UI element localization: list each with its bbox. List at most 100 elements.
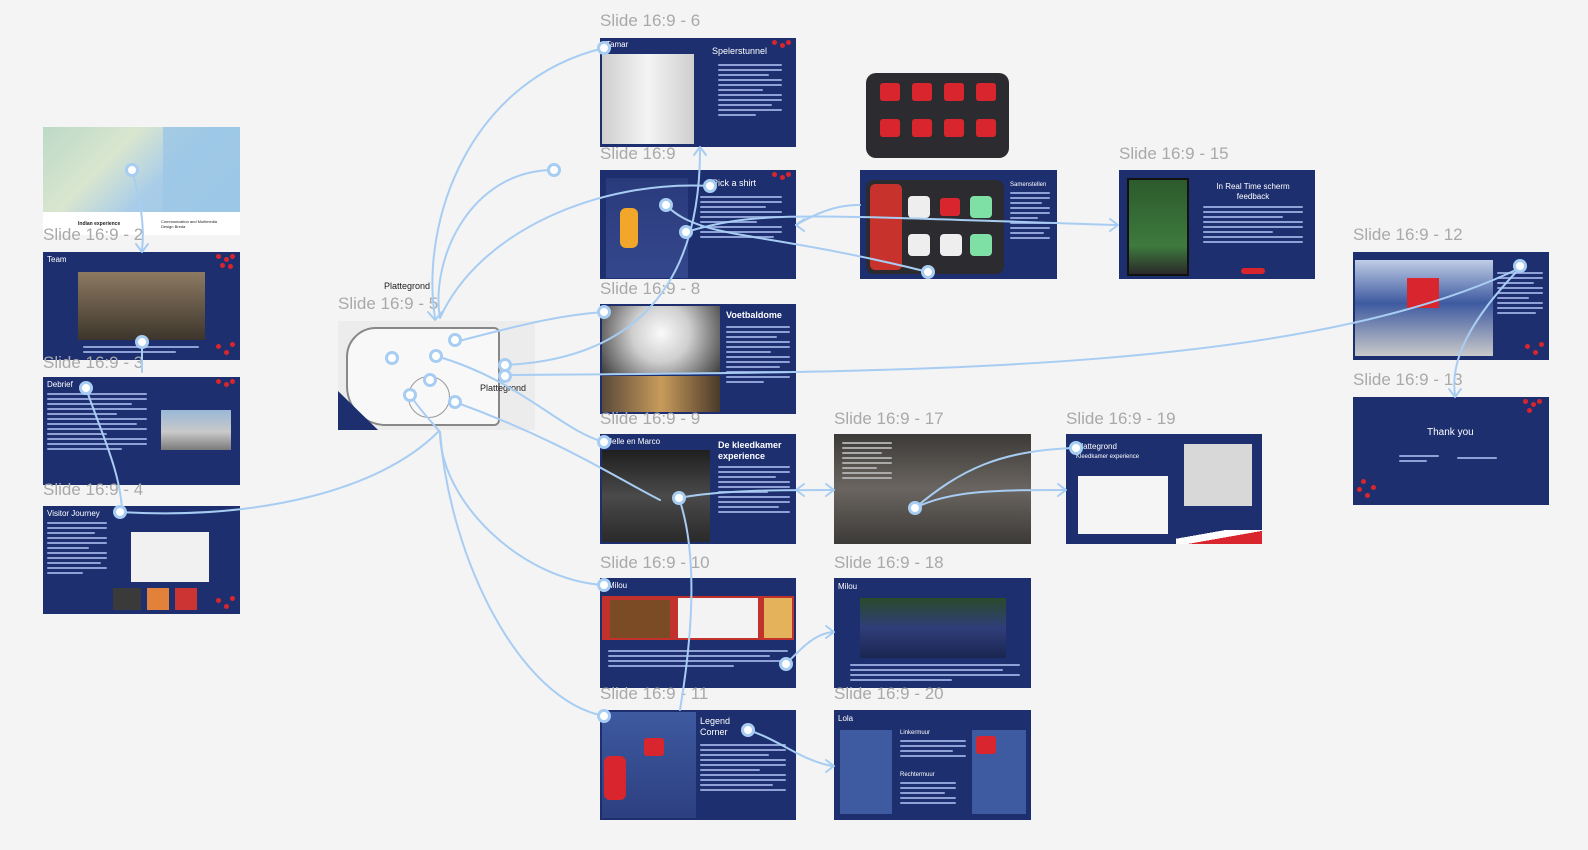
frame-label-4: Slide 16:9 - 4 — [43, 480, 144, 499]
s13-footer-lines — [1399, 455, 1439, 465]
circle-handle-icon[interactable] — [597, 435, 611, 449]
kiosk-text-lines — [1010, 192, 1050, 242]
frame-label-10: Slide 16:9 - 10 — [600, 553, 710, 572]
red-dots-decoration-icon — [1523, 399, 1545, 421]
slide-milou-shop[interactable]: Milou — [600, 578, 796, 688]
red-dots-decoration-icon — [216, 379, 238, 401]
frame-label-6: Slide 16:9 - 6 — [600, 11, 701, 30]
circle-handle-icon[interactable] — [672, 491, 686, 505]
s13-title: Thank you — [1427, 427, 1474, 438]
debrief-title: Debrief — [47, 380, 73, 389]
frame-label-11: Slide 16:9 - 11 — [600, 684, 709, 703]
circle-handle-icon[interactable] — [403, 388, 417, 402]
team-title: Team — [47, 255, 67, 264]
slide-thank-you[interactable]: Thank you — [1353, 397, 1549, 505]
circle-handle-icon[interactable] — [908, 501, 922, 515]
circle-handle-icon[interactable] — [1513, 259, 1527, 273]
shirt-icon — [880, 119, 900, 137]
shop-person — [764, 598, 792, 638]
circle-handle-icon[interactable] — [429, 349, 443, 363]
circle-handle-icon[interactable] — [498, 369, 512, 383]
kiosk-heading: Samenstellen — [1010, 182, 1047, 188]
slide-kleedkamer[interactable]: Jelle en Marco De kleedkamer experience — [600, 434, 796, 544]
slide-voetbaldome[interactable]: Voetbaldome — [600, 304, 796, 414]
s6-title: Spelerstunnel — [712, 46, 768, 56]
stadium-image — [161, 410, 231, 450]
arrowhead-icon — [1448, 388, 1462, 398]
s7-text-lines — [700, 196, 782, 241]
circle-handle-icon[interactable] — [113, 505, 127, 519]
s20-sub2: Rechtermuur — [900, 772, 935, 778]
circle-handle-icon[interactable] — [597, 41, 611, 55]
circle-handle-icon[interactable] — [423, 373, 437, 387]
s20-title: Lola — [838, 714, 854, 723]
frame-label-2: Slide 16:9 - 2 — [43, 225, 144, 244]
connection-wire — [795, 204, 861, 226]
circle-handle-icon[interactable] — [135, 335, 149, 349]
visitor-thumb-3 — [175, 588, 197, 610]
legend-person — [604, 756, 626, 800]
circle-handle-icon[interactable] — [703, 179, 717, 193]
circle-handle-icon[interactable] — [921, 265, 935, 279]
slide-milou-team[interactable]: Milou — [834, 578, 1031, 688]
circle-handle-icon[interactable] — [547, 163, 561, 177]
plattegrond-inner-title: Plattegrond — [480, 383, 527, 393]
circle-handle-icon[interactable] — [597, 709, 611, 723]
circle-handle-icon[interactable] — [779, 657, 793, 671]
s8-text-lines — [726, 326, 790, 386]
circle-handle-icon[interactable] — [597, 578, 611, 592]
circle-handle-icon[interactable] — [448, 333, 462, 347]
circle-handle-icon[interactable] — [1069, 441, 1083, 455]
s10-left-label: Milou — [608, 581, 628, 590]
kiosk-option-3 — [970, 196, 992, 218]
kiosk-option-6 — [970, 234, 992, 256]
circle-handle-icon[interactable] — [385, 351, 399, 365]
s13-footer-lines-2 — [1457, 457, 1497, 462]
visitor-title: Visitor Journey — [47, 509, 100, 518]
s6-left-label: Tamar — [606, 40, 629, 49]
circle-handle-icon[interactable] — [79, 381, 93, 395]
circle-handle-icon[interactable] — [448, 395, 462, 409]
s20-lines-2 — [900, 782, 956, 807]
pick-shirt-illustration — [606, 178, 688, 278]
circle-handle-icon[interactable] — [125, 163, 139, 177]
red-dots-decoration-icon — [216, 254, 238, 276]
arrowhead-icon — [825, 483, 835, 497]
red-dots-decoration-icon — [772, 172, 794, 194]
s20-sub1: Linkermuur — [900, 730, 931, 736]
arrowhead-icon — [795, 483, 805, 497]
slide-visitor-journey[interactable]: Visitor Journey — [43, 506, 240, 614]
slide-legend-corner[interactable]: Legend Corner — [600, 710, 796, 820]
slide-17[interactable] — [834, 434, 1031, 544]
s11-title: Legend Corner — [700, 716, 731, 737]
slide-real-time-feedback[interactable]: In Real Time scherm feedback — [1119, 170, 1315, 279]
arrowhead-icon — [427, 311, 443, 321]
slide-spelerstunnel[interactable]: Tamar Spelerstunnel — [600, 38, 796, 147]
circle-handle-icon[interactable] — [597, 305, 611, 319]
tunnel-image — [602, 54, 694, 144]
visitor-thumb-2 — [147, 588, 169, 610]
slide-kleedkamer-plattegrond[interactable]: Plattegrond Kleedkamer experience — [1066, 434, 1262, 544]
flag-stripe — [1176, 530, 1262, 544]
slide-debrief[interactable]: Debrief — [43, 377, 240, 485]
s18-text-lines — [850, 664, 1020, 684]
map-subtitle: Communication and Multimedia Design Bred… — [161, 219, 218, 229]
circle-handle-icon[interactable] — [741, 723, 755, 737]
s10-text-lines — [608, 650, 788, 670]
slide-map[interactable]: Indian experience Communication and Mult… — [43, 127, 240, 235]
frame-label-17: Slide 16:9 - 17 — [834, 409, 944, 428]
visitor-thumb-1 — [113, 588, 141, 610]
slide-lola[interactable]: Lola Linkermuur Rechtermuur — [834, 710, 1031, 820]
slide-pick-a-shirt[interactable]: Pick a shirt — [600, 170, 796, 279]
s15-button[interactable] — [1241, 268, 1265, 274]
shirt-icon — [944, 119, 964, 137]
slide-kiosk-config[interactable]: Samenstellen — [860, 170, 1057, 279]
s7-title: Pick a shirt — [712, 178, 757, 188]
s19-subtitle: Kleedkamer experience — [1076, 454, 1140, 460]
frame-label-18: Slide 16:9 - 18 — [834, 553, 944, 572]
circle-handle-icon[interactable] — [659, 198, 673, 212]
circle-handle-icon[interactable] — [679, 225, 693, 239]
shirt-kiosk-device[interactable] — [866, 73, 1009, 158]
kleedkamer-image — [602, 450, 710, 542]
